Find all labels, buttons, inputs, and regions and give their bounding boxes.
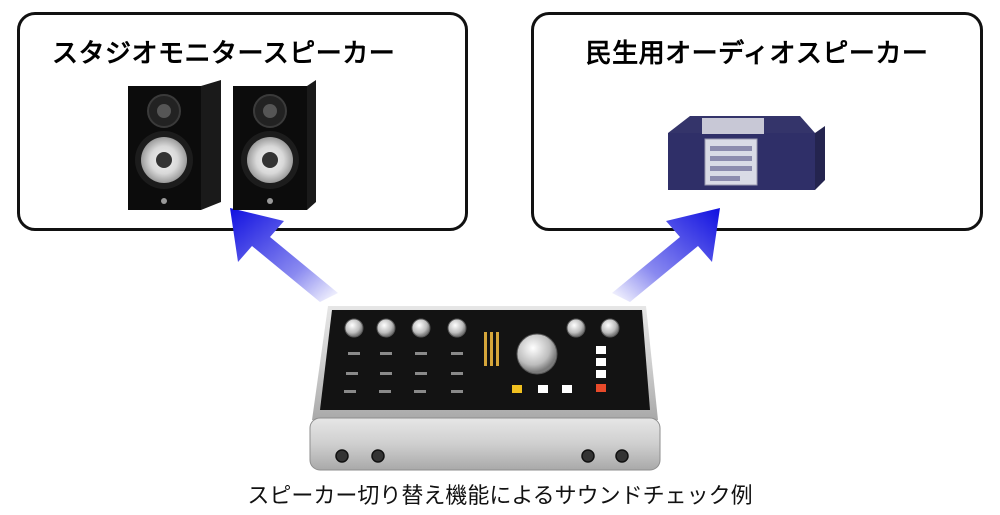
arrow-to-studio-monitors xyxy=(230,208,338,302)
consumer-audio-speaker xyxy=(668,116,825,190)
audio-interface-device xyxy=(309,306,661,471)
studio-monitor-speakers xyxy=(128,80,316,210)
consumer-speaker-title: 民生用オーディオスピーカー xyxy=(585,39,929,69)
studio-monitor-title: スタジオモニタースピーカー xyxy=(52,39,396,69)
arrow-to-consumer-speaker xyxy=(612,208,720,302)
figure-caption: スピーカー切り替え機能によるサウンドチェック例 xyxy=(247,484,753,509)
